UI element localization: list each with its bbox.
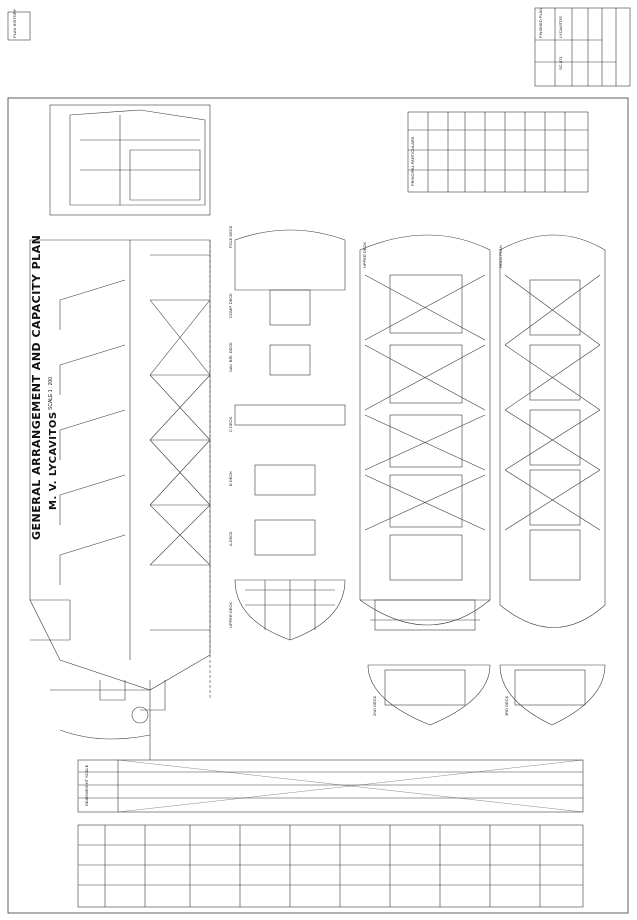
label-fcle-deck: FCLE DECK <box>228 225 233 248</box>
title-block <box>534 7 631 87</box>
label-c-deck: C DECK <box>228 416 233 432</box>
decks-column <box>234 229 346 641</box>
label-comp-deck: COMP. DECK <box>228 293 233 318</box>
label-a-deck: A DECK <box>228 531 233 546</box>
label-deadweight-scale: DEADWEIGHT SCALE <box>84 764 89 806</box>
stability-diagram <box>50 680 166 760</box>
title-block-vessel: LYCAVITOS <box>558 16 563 38</box>
title-block-drawing-no: SC-071 <box>558 56 563 70</box>
label-2nd-deck: 2ND DECK <box>372 695 377 716</box>
profile-view <box>29 239 211 700</box>
deadweight-scale <box>77 759 584 813</box>
label-particulars: PRINCIPAL PARTICULARS <box>410 136 415 186</box>
midship-section <box>49 104 211 216</box>
upper-deck-plan <box>359 234 491 631</box>
label-nav-bri-deck: NAV. BRI. DECK <box>228 342 233 372</box>
label-hold-plan: HOLD PLAN <box>498 245 503 268</box>
vessel-name: M. V. LYCAVITOS <box>48 411 59 510</box>
label-3rd-deck: 3RD DECK <box>504 695 509 716</box>
particulars-table <box>407 111 589 193</box>
label-upper-deck-small: UPPER DECK <box>228 601 233 628</box>
corner-stamp-box <box>7 11 31 41</box>
capacity-tables <box>77 824 584 908</box>
label-b-deck: B DECK <box>228 471 233 486</box>
lower-deck-views <box>367 664 606 726</box>
corner-stamp: PLAN HISTORY <box>12 8 17 38</box>
title-block-status: FINISHED PLAN <box>538 7 543 38</box>
hold-plan <box>499 234 606 628</box>
drawing-scale: SCALE 1 : 200 <box>48 376 54 410</box>
drawing-title: GENERAL ARRANGEMENT AND CAPACITY PLAN <box>30 234 43 540</box>
sheet-border <box>7 97 629 914</box>
label-upper-deck: UPPER DECK <box>362 241 367 268</box>
